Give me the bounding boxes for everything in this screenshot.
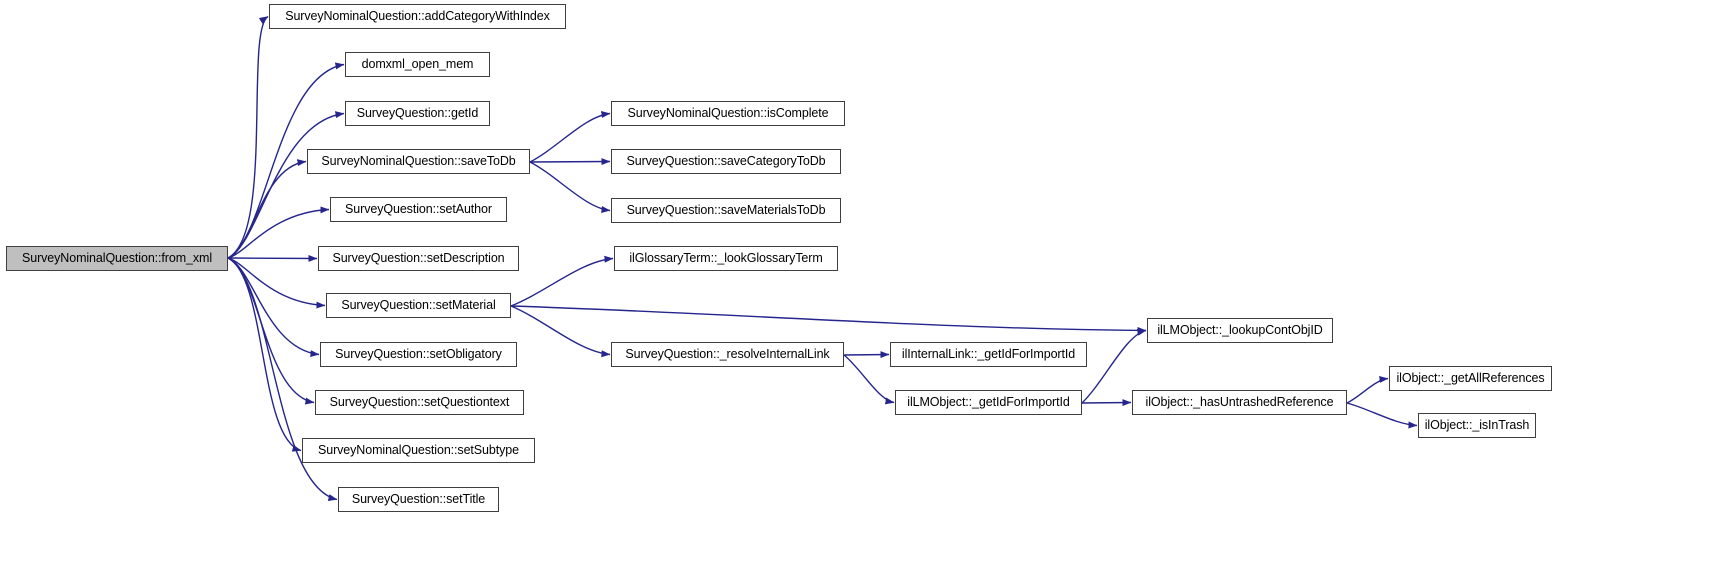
graph-node-label: SurveyQuestion::saveCategoryToDb xyxy=(626,154,826,169)
graph-node-setTitle[interactable]: SurveyQuestion::setTitle xyxy=(338,487,499,512)
edge-from_xml-to-setQuestiontext xyxy=(227,257,315,405)
edge-from_xml-to-getId xyxy=(227,111,345,259)
graph-node-setSubtype[interactable]: SurveyNominalQuestion::setSubtype xyxy=(302,438,535,463)
graph-node-label: SurveyNominalQuestion::setSubtype xyxy=(318,443,519,458)
edge-from_xml-to-saveToDb xyxy=(227,159,307,259)
edge-hasUntrashedReference-to-isInTrash xyxy=(1346,402,1418,429)
graph-node-saveMaterialsToDb[interactable]: SurveyQuestion::saveMaterialsToDb xyxy=(611,198,841,223)
graph-node-label: ilObject::_hasUntrashedReference xyxy=(1145,395,1334,410)
edge-hasUntrashedReference-to-getAllReferences xyxy=(1346,375,1389,404)
edge-from_xml-to-setMaterial xyxy=(227,257,326,309)
graph-node-label: SurveyQuestion::setTitle xyxy=(351,492,486,507)
graph-node-getId[interactable]: SurveyQuestion::getId xyxy=(345,101,490,126)
graph-node-addCategoryWithIndex[interactable]: SurveyNominalQuestion::addCategoryWithIn… xyxy=(269,4,566,29)
graph-node-label: SurveyQuestion::setQuestiontext xyxy=(329,395,510,410)
edge-ilLMObjectGetId-to-lookupContObjID xyxy=(1081,328,1147,404)
graph-node-from_xml[interactable]: SurveyNominalQuestion::from_xml xyxy=(6,246,228,271)
edge-from_xml-to-setSubtype xyxy=(227,257,302,452)
graph-node-setDescription[interactable]: SurveyQuestion::setDescription xyxy=(318,246,519,271)
edge-resolveInternalLink-to-ilLMObjectGetId xyxy=(843,354,895,405)
graph-node-isComplete[interactable]: SurveyNominalQuestion::isComplete xyxy=(611,101,845,126)
graph-node-lookGlossaryTerm[interactable]: ilGlossaryTerm::_lookGlossaryTerm xyxy=(614,246,838,271)
graph-node-setAuthor[interactable]: SurveyQuestion::setAuthor xyxy=(330,197,507,222)
graph-node-label: SurveyNominalQuestion::from_xml xyxy=(21,251,213,266)
graph-node-label: ilInternalLink::_getIdForImportId xyxy=(901,347,1076,362)
graph-node-saveCategoryToDb[interactable]: SurveyQuestion::saveCategoryToDb xyxy=(611,149,841,174)
edge-from_xml-to-setDescription xyxy=(227,254,318,262)
graph-node-label: SurveyQuestion::setDescription xyxy=(332,251,505,266)
graph-node-label: ilGlossaryTerm::_lookGlossaryTerm xyxy=(629,251,823,266)
graph-node-label: SurveyQuestion::getId xyxy=(356,106,479,121)
graph-node-setMaterial[interactable]: SurveyQuestion::setMaterial xyxy=(326,293,511,318)
graph-node-label: ilLMObject::_lookupContObjID xyxy=(1157,323,1323,338)
edge-resolveInternalLink-to-ilInternalLinkGetId xyxy=(843,351,890,359)
graph-node-label: ilLMObject::_getIdForImportId xyxy=(907,395,1070,410)
edge-setMaterial-to-lookupContObjID xyxy=(510,305,1147,334)
graph-node-getAllReferences[interactable]: ilObject::_getAllReferences xyxy=(1389,366,1552,391)
graph-node-lookupContObjID[interactable]: ilLMObject::_lookupContObjID xyxy=(1147,318,1333,343)
graph-node-label: SurveyNominalQuestion::addCategoryWithIn… xyxy=(285,9,550,24)
edge-saveToDb-to-isComplete xyxy=(529,111,611,163)
edge-from_xml-to-setAuthor xyxy=(227,206,330,259)
graph-node-isInTrash[interactable]: ilObject::_isInTrash xyxy=(1418,413,1536,438)
edge-setMaterial-to-resolveInternalLink xyxy=(510,305,611,358)
edge-from_xml-to-setTitle xyxy=(227,257,338,501)
edge-saveToDb-to-saveMaterialsToDb xyxy=(529,161,611,213)
graph-node-ilLMObjectGetId[interactable]: ilLMObject::_getIdForImportId xyxy=(895,390,1082,415)
edge-setMaterial-to-lookGlossaryTerm xyxy=(510,255,614,307)
graph-node-resolveInternalLink[interactable]: SurveyQuestion::_resolveInternalLink xyxy=(611,342,844,367)
edge-ilLMObjectGetId-to-hasUntrashedReference xyxy=(1081,399,1132,407)
graph-node-label: ilObject::_getAllReferences xyxy=(1396,371,1545,386)
graph-node-label: SurveyQuestion::_resolveInternalLink xyxy=(625,347,830,362)
graph-node-label: SurveyQuestion::setAuthor xyxy=(345,202,492,217)
graph-node-label: SurveyNominalQuestion::saveToDb xyxy=(321,154,516,169)
graph-node-saveToDb[interactable]: SurveyNominalQuestion::saveToDb xyxy=(307,149,530,174)
edge-paths xyxy=(227,15,1418,501)
graph-node-label: SurveyQuestion::setMaterial xyxy=(341,298,496,313)
edge-saveToDb-to-saveCategoryToDb xyxy=(529,158,611,166)
graph-node-domxml_open_mem[interactable]: domxml_open_mem xyxy=(345,52,490,77)
graph-node-label: ilObject::_isInTrash xyxy=(1424,418,1530,433)
graph-node-label: SurveyQuestion::setObligatory xyxy=(335,347,502,362)
graph-node-label: SurveyNominalQuestion::isComplete xyxy=(627,106,829,121)
graph-node-setObligatory[interactable]: SurveyQuestion::setObligatory xyxy=(320,342,517,367)
edge-from_xml-to-addCategoryWithIndex xyxy=(227,15,269,259)
graph-node-ilInternalLinkGetId[interactable]: ilInternalLink::_getIdForImportId xyxy=(890,342,1087,367)
graph-node-label: SurveyQuestion::saveMaterialsToDb xyxy=(626,203,826,218)
graph-node-setQuestiontext[interactable]: SurveyQuestion::setQuestiontext xyxy=(315,390,524,415)
graph-node-label: domxml_open_mem xyxy=(361,57,474,72)
graph-node-hasUntrashedReference[interactable]: ilObject::_hasUntrashedReference xyxy=(1132,390,1347,415)
